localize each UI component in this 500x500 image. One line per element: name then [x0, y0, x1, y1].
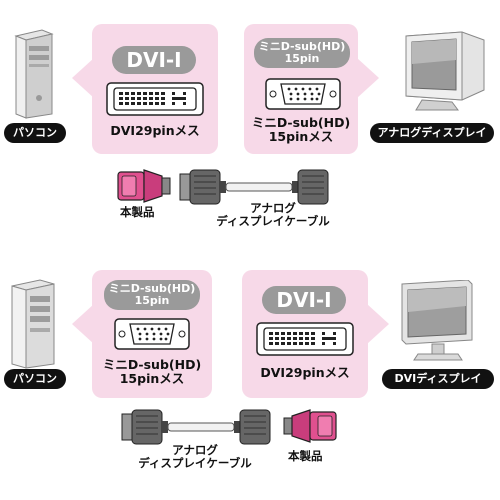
connector-type-pill: ミニD-sub(HD) 15pin	[104, 280, 200, 310]
product-adapter-icon	[116, 166, 174, 206]
device-tag-pc: パソコン	[4, 123, 66, 143]
panel-pointer	[72, 58, 94, 98]
connector-label: DVI29pinメス	[260, 365, 350, 380]
panel-pointer	[367, 304, 389, 344]
cable-caption: アナログ ディスプレイケーブル	[198, 202, 348, 228]
label-line: 15pinメス	[119, 371, 185, 386]
device-tag-display: DVIディスプレイ	[382, 369, 494, 389]
caption-line: アナログ	[172, 443, 218, 457]
pill-line: 15pin	[284, 52, 320, 65]
mini-dsub-female-connector-icon	[265, 78, 341, 110]
connector-type-pill: ミニD-sub(HD) 15pin	[254, 38, 350, 68]
label-line: 15pinメス	[268, 129, 334, 144]
cable-caption: アナログ ディスプレイケーブル	[120, 444, 270, 470]
label-line: ミニD-sub(HD)	[251, 115, 351, 130]
analog-display-cable-icon	[178, 168, 338, 206]
connector-label: ミニD-sub(HD) 15pinメス	[92, 358, 212, 386]
product-caption: 本製品	[120, 205, 155, 219]
dvi-female-connector-icon	[256, 322, 354, 356]
label-line: ミニD-sub(HD)	[102, 357, 202, 372]
connector-label: ミニD-sub(HD) 15pinメス	[244, 116, 358, 144]
dvi-female-connector-icon	[106, 82, 204, 116]
caption-line: ディスプレイケーブル	[216, 214, 330, 228]
panel-pointer	[72, 304, 94, 344]
pc-tower-icon	[12, 28, 56, 120]
caption-line: ディスプレイケーブル	[138, 456, 252, 470]
caption-line: アナログ	[250, 201, 296, 215]
lcd-monitor-icon	[396, 280, 478, 364]
pill-line: ミニD-sub(HD)	[108, 282, 196, 295]
pill-line: 15pin	[134, 294, 170, 307]
panel-pointer	[357, 58, 379, 98]
connector-type-pill: DVI-I	[262, 286, 346, 314]
pc-tower-icon	[8, 278, 58, 370]
pill-line: ミニD-sub(HD)	[258, 40, 346, 53]
mini-dsub-female-connector-icon	[114, 318, 190, 350]
device-tag-display: アナログディスプレイ	[370, 123, 494, 143]
analog-display-cable-icon	[120, 408, 280, 446]
product-adapter-icon	[282, 406, 340, 446]
connector-label: DVI29pinメス	[110, 123, 200, 138]
connector-type-pill: DVI-I	[112, 46, 196, 74]
product-caption: 本製品	[288, 449, 323, 463]
device-tag-pc: パソコン	[4, 369, 66, 389]
crt-monitor-icon	[392, 30, 488, 114]
